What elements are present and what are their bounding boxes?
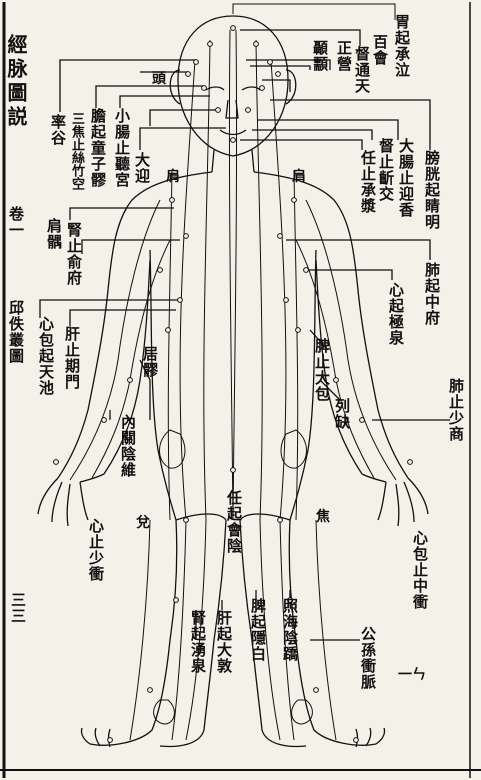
label-gan-zhi: 肝止期門: [64, 326, 79, 390]
label-neiguan: 內關陰維: [120, 414, 135, 478]
corner-mark: 一ㄣ: [398, 664, 426, 684]
label-renzhi: 任止承漿: [360, 150, 375, 214]
label-pi-qi: 脾起隱白: [250, 598, 265, 662]
label-dan-tongzi: 膽起童子髎: [90, 108, 105, 188]
label-baihui: 百會: [372, 34, 387, 66]
label-xiaochang: 小腸止聽宮: [114, 108, 129, 188]
label-niebi: 顳顬: [312, 40, 327, 72]
label-zhengying: 正營: [336, 40, 351, 72]
label-jianyu: 肩髃: [46, 218, 61, 250]
label-juliao: 居髎: [142, 346, 157, 378]
label-jian-left: 肩: [166, 166, 180, 186]
right-arm-outer: [254, 172, 408, 478]
label-pi-zhi: 脾止大包: [314, 338, 329, 402]
label-shenzhi: 腎止俞府: [66, 222, 81, 286]
label-xinbao-zhi: 心包止中衝: [412, 530, 427, 610]
label-yuan: 頭: [152, 68, 166, 88]
side-title: 經脉圖説: [6, 34, 26, 130]
label-yuan2: 焦: [316, 506, 330, 526]
label-dutong: 督通天: [354, 46, 369, 94]
label-zhaohai: 照海陰蹻: [282, 598, 297, 662]
label-xin-qi: 心起極泉: [388, 282, 403, 346]
label-ren-qi: 任起會陰: [226, 490, 241, 554]
label-jian-right: 肩: [292, 166, 306, 186]
label-fei-qi: 肺起中府: [424, 262, 439, 326]
label-shen-ni: 胃起承泣: [394, 14, 409, 78]
label-jingming: 膀胱起睛明: [424, 150, 439, 230]
collection-label: 邱佚叢圖: [8, 300, 23, 364]
label-shen-qi: 腎起湧泉: [190, 610, 205, 674]
label-shuaigu: 率谷: [50, 114, 65, 146]
volume-label: 卷一: [8, 206, 23, 238]
label-sanjiao: 三焦止絲竹空: [70, 112, 83, 190]
label-dachang: 大腸止迎香: [398, 138, 413, 218]
label-gan-qi: 肝起大敦: [216, 610, 231, 674]
label-fei-zhi: 肺止少商: [448, 378, 463, 442]
label-duanjiao: 督止齗交: [378, 138, 393, 202]
page-number: 三三: [10, 592, 25, 624]
label-huan: 兌: [136, 512, 150, 532]
label-gongsun: 公孫衝脈: [360, 626, 375, 690]
label-xinbao-qi: 心包起天池: [38, 316, 53, 396]
label-xin-zhi: 心止少衝: [88, 518, 103, 582]
label-lieque: 列缺: [334, 398, 349, 430]
label-dayin: 大迎: [134, 152, 149, 184]
